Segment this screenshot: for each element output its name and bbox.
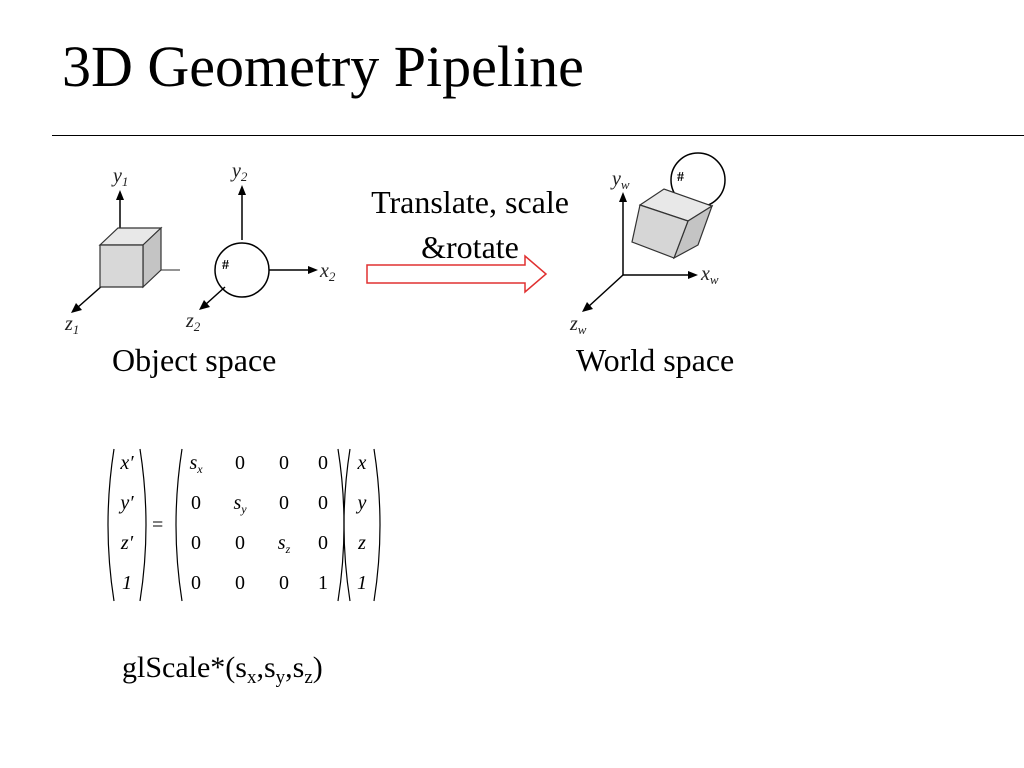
glscale-function-call: glScale*(sx,sy,sz) bbox=[122, 651, 323, 688]
matrix-entry: 0 bbox=[279, 452, 289, 474]
yw-label: yw bbox=[610, 168, 630, 192]
y1-label: y1 bbox=[111, 165, 128, 189]
transform-label-line2: &rotate bbox=[421, 229, 519, 265]
rhs-left-paren bbox=[343, 448, 351, 602]
matrix-brackets bbox=[107, 448, 381, 602]
slide-title: 3D Geometry Pipeline bbox=[62, 34, 584, 99]
zw-axis bbox=[587, 274, 624, 308]
y2-label: y2 bbox=[230, 160, 248, 184]
lhs-entry: 1 bbox=[122, 572, 132, 594]
matrix-entry: 0 bbox=[318, 532, 328, 554]
rhs-entry: y bbox=[357, 492, 367, 514]
lhs-entry: x′ bbox=[120, 452, 134, 474]
zw-arrowhead bbox=[582, 302, 593, 312]
transform-arrow bbox=[366, 254, 548, 294]
z2-label: z2 bbox=[185, 310, 201, 334]
yw-arrowhead bbox=[619, 192, 627, 202]
rhs-entry: z bbox=[358, 532, 366, 554]
object-space-label: Object space bbox=[112, 342, 277, 378]
matrix-entry: 0 bbox=[235, 572, 245, 594]
transform-arrow-shape bbox=[366, 254, 548, 294]
lhs-left-paren bbox=[107, 448, 115, 602]
world-space-label: World space bbox=[576, 342, 735, 378]
sphere bbox=[214, 242, 270, 298]
x2-label: x2 bbox=[319, 260, 336, 284]
y1-arrowhead bbox=[116, 190, 124, 200]
title-divider bbox=[52, 135, 1024, 136]
zw-label: zw bbox=[569, 313, 587, 337]
matrix-entry: 1 bbox=[318, 572, 328, 594]
world-sphere-mark-icon: # bbox=[677, 170, 684, 185]
x2-arrowhead bbox=[308, 266, 318, 274]
object-cube-diagram: y1 z1 bbox=[64, 165, 180, 335]
object-sphere-diagram: # y2 x2 z2 bbox=[185, 160, 336, 334]
lhs-entry: z′ bbox=[120, 532, 134, 554]
z1-label: z1 bbox=[64, 313, 79, 335]
sphere-mark-icon: # bbox=[222, 258, 229, 273]
matrix-entry: 0 bbox=[235, 452, 245, 474]
lhs-right-paren bbox=[139, 448, 147, 602]
matrix-entry: 0 bbox=[235, 532, 245, 554]
matrix-entry: 0 bbox=[191, 492, 201, 514]
matrix-entry: 0 bbox=[279, 572, 289, 594]
y2-arrowhead bbox=[238, 185, 246, 195]
world-space-diagram: # yw xw zw bbox=[569, 152, 726, 337]
z1-arrowhead bbox=[71, 303, 82, 313]
cube-front bbox=[99, 244, 144, 288]
matrix-entry: sz bbox=[277, 532, 291, 556]
rhs-entry: x bbox=[357, 452, 367, 474]
lhs-entry: y′ bbox=[120, 492, 134, 514]
transform-label: Translate, scale &rotate bbox=[340, 180, 600, 270]
matrix-entry: 0 bbox=[318, 492, 328, 514]
xw-label: xw bbox=[700, 263, 719, 287]
rhs-right-paren bbox=[373, 448, 381, 602]
world-cube-front bbox=[631, 204, 689, 259]
matrix-left-paren bbox=[175, 448, 183, 602]
z2-axis bbox=[204, 286, 226, 306]
matrix-entry: 0 bbox=[191, 572, 201, 594]
rhs-entry: 1 bbox=[357, 572, 367, 594]
xw-arrowhead bbox=[688, 271, 698, 279]
matrix-entry: 0 bbox=[318, 452, 328, 474]
equals-sign: = bbox=[152, 514, 164, 536]
matrix-entry: 0 bbox=[279, 492, 289, 514]
matrix-entry: sx bbox=[189, 452, 203, 476]
z2-arrowhead bbox=[199, 300, 210, 310]
transform-label-line1: Translate, scale bbox=[371, 184, 569, 220]
matrix-entry: sy bbox=[233, 492, 247, 516]
matrix-entry: 0 bbox=[191, 532, 201, 554]
